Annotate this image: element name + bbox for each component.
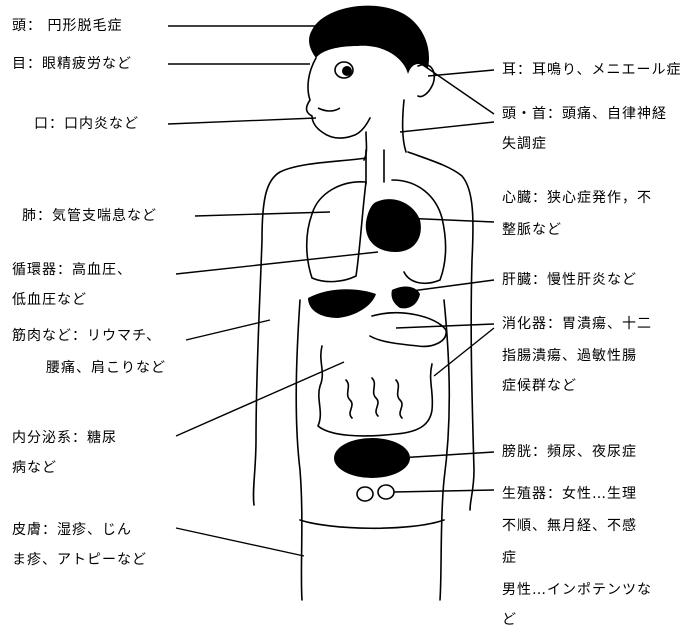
leader-liver (403, 279, 495, 293)
label-circulatory-1: 循環器：高血圧、 (12, 262, 132, 278)
label-digestive-1: 消化器：胃潰瘍、十二 (502, 316, 652, 332)
label-muscle-2: 腰痛、肩こりなど (46, 360, 166, 376)
small-intestine (345, 377, 403, 419)
leader-digestive-b (433, 327, 495, 377)
label-endocrine-1: 内分泌系：糖尿 (12, 430, 117, 446)
leader-endocrine (175, 361, 345, 437)
label-reproductive-1: 生殖器：女性…生理 (502, 486, 637, 502)
stomach (369, 312, 447, 348)
ear-outline (417, 63, 436, 98)
heart-organ (365, 199, 421, 252)
leader-bladder (397, 451, 495, 459)
label-skin-1: 皮膚：湿疹、じん (12, 522, 132, 538)
leader-lungs (194, 211, 331, 217)
label-head: 頭： 円形脱毛症 (12, 18, 123, 34)
label-digestive-3: 症候群など (502, 378, 577, 394)
label-liver: 肝臓：慢性肝炎など (502, 272, 637, 288)
torso-inner-left (295, 299, 303, 601)
bladder-organ (334, 438, 410, 478)
label-skin-2: ま疹、アトピーなど (12, 552, 147, 568)
label-neck-1: 頭・首：頭痛、自律神経 (502, 106, 667, 122)
leader-reproductive (393, 489, 495, 493)
right-side-outline (407, 151, 475, 511)
pelvis-line (299, 519, 445, 530)
large-intestine (317, 345, 434, 437)
leader-neck-a (403, 51, 495, 115)
leader-digestive-a (395, 323, 495, 329)
mouth-line (317, 107, 341, 112)
label-muscle-1: 筋肉など：リウマチ、 (12, 328, 162, 344)
face-outline (305, 57, 371, 139)
leader-ear (427, 69, 495, 77)
label-mouth: 口：口内炎など (34, 116, 139, 132)
liver-organ-right (391, 286, 420, 309)
gonad-left (356, 486, 374, 502)
label-reproductive-5: ど (502, 612, 517, 628)
label-lungs: 肺：気管支喘息など (22, 208, 157, 224)
label-endocrine-2: 病など (12, 460, 57, 476)
hair (309, 5, 429, 74)
leader-neck-b (399, 121, 495, 133)
leader-muscle (185, 319, 271, 341)
left-lung (305, 181, 367, 283)
leader-skin (175, 527, 305, 557)
label-neck-2: 失調症 (502, 136, 547, 152)
label-reproductive-2: 不順、無月経、不感 (502, 518, 637, 534)
liver-organ-left (308, 289, 376, 318)
label-circulatory-2: 低血圧など (12, 292, 87, 308)
leader-heart (401, 217, 495, 223)
neck-outline (363, 99, 407, 161)
leader-circulatory (175, 251, 379, 275)
label-heart-2: 整脈など (502, 222, 562, 238)
trachea (365, 149, 385, 185)
right-lung (391, 179, 447, 285)
label-reproductive-4: 男性…インポテンツな (502, 582, 652, 598)
label-ear: 耳：耳鳴り、メニエール症 (502, 62, 682, 78)
label-reproductive-3: 症 (502, 550, 517, 566)
label-eyes: 目：眼精疲労など (12, 56, 132, 72)
pupil (342, 66, 352, 76)
left-side-outline (252, 157, 367, 506)
gonad-right (377, 484, 395, 500)
label-digestive-2: 指腸潰瘍、過敏性腸 (502, 348, 637, 364)
label-heart-1: 心臓：狭心症発作，不 (502, 190, 652, 206)
torso-inner-right (439, 299, 451, 601)
label-bladder: 膀胱：頻尿、夜尿症 (502, 444, 637, 460)
leader-mouth (167, 117, 317, 125)
